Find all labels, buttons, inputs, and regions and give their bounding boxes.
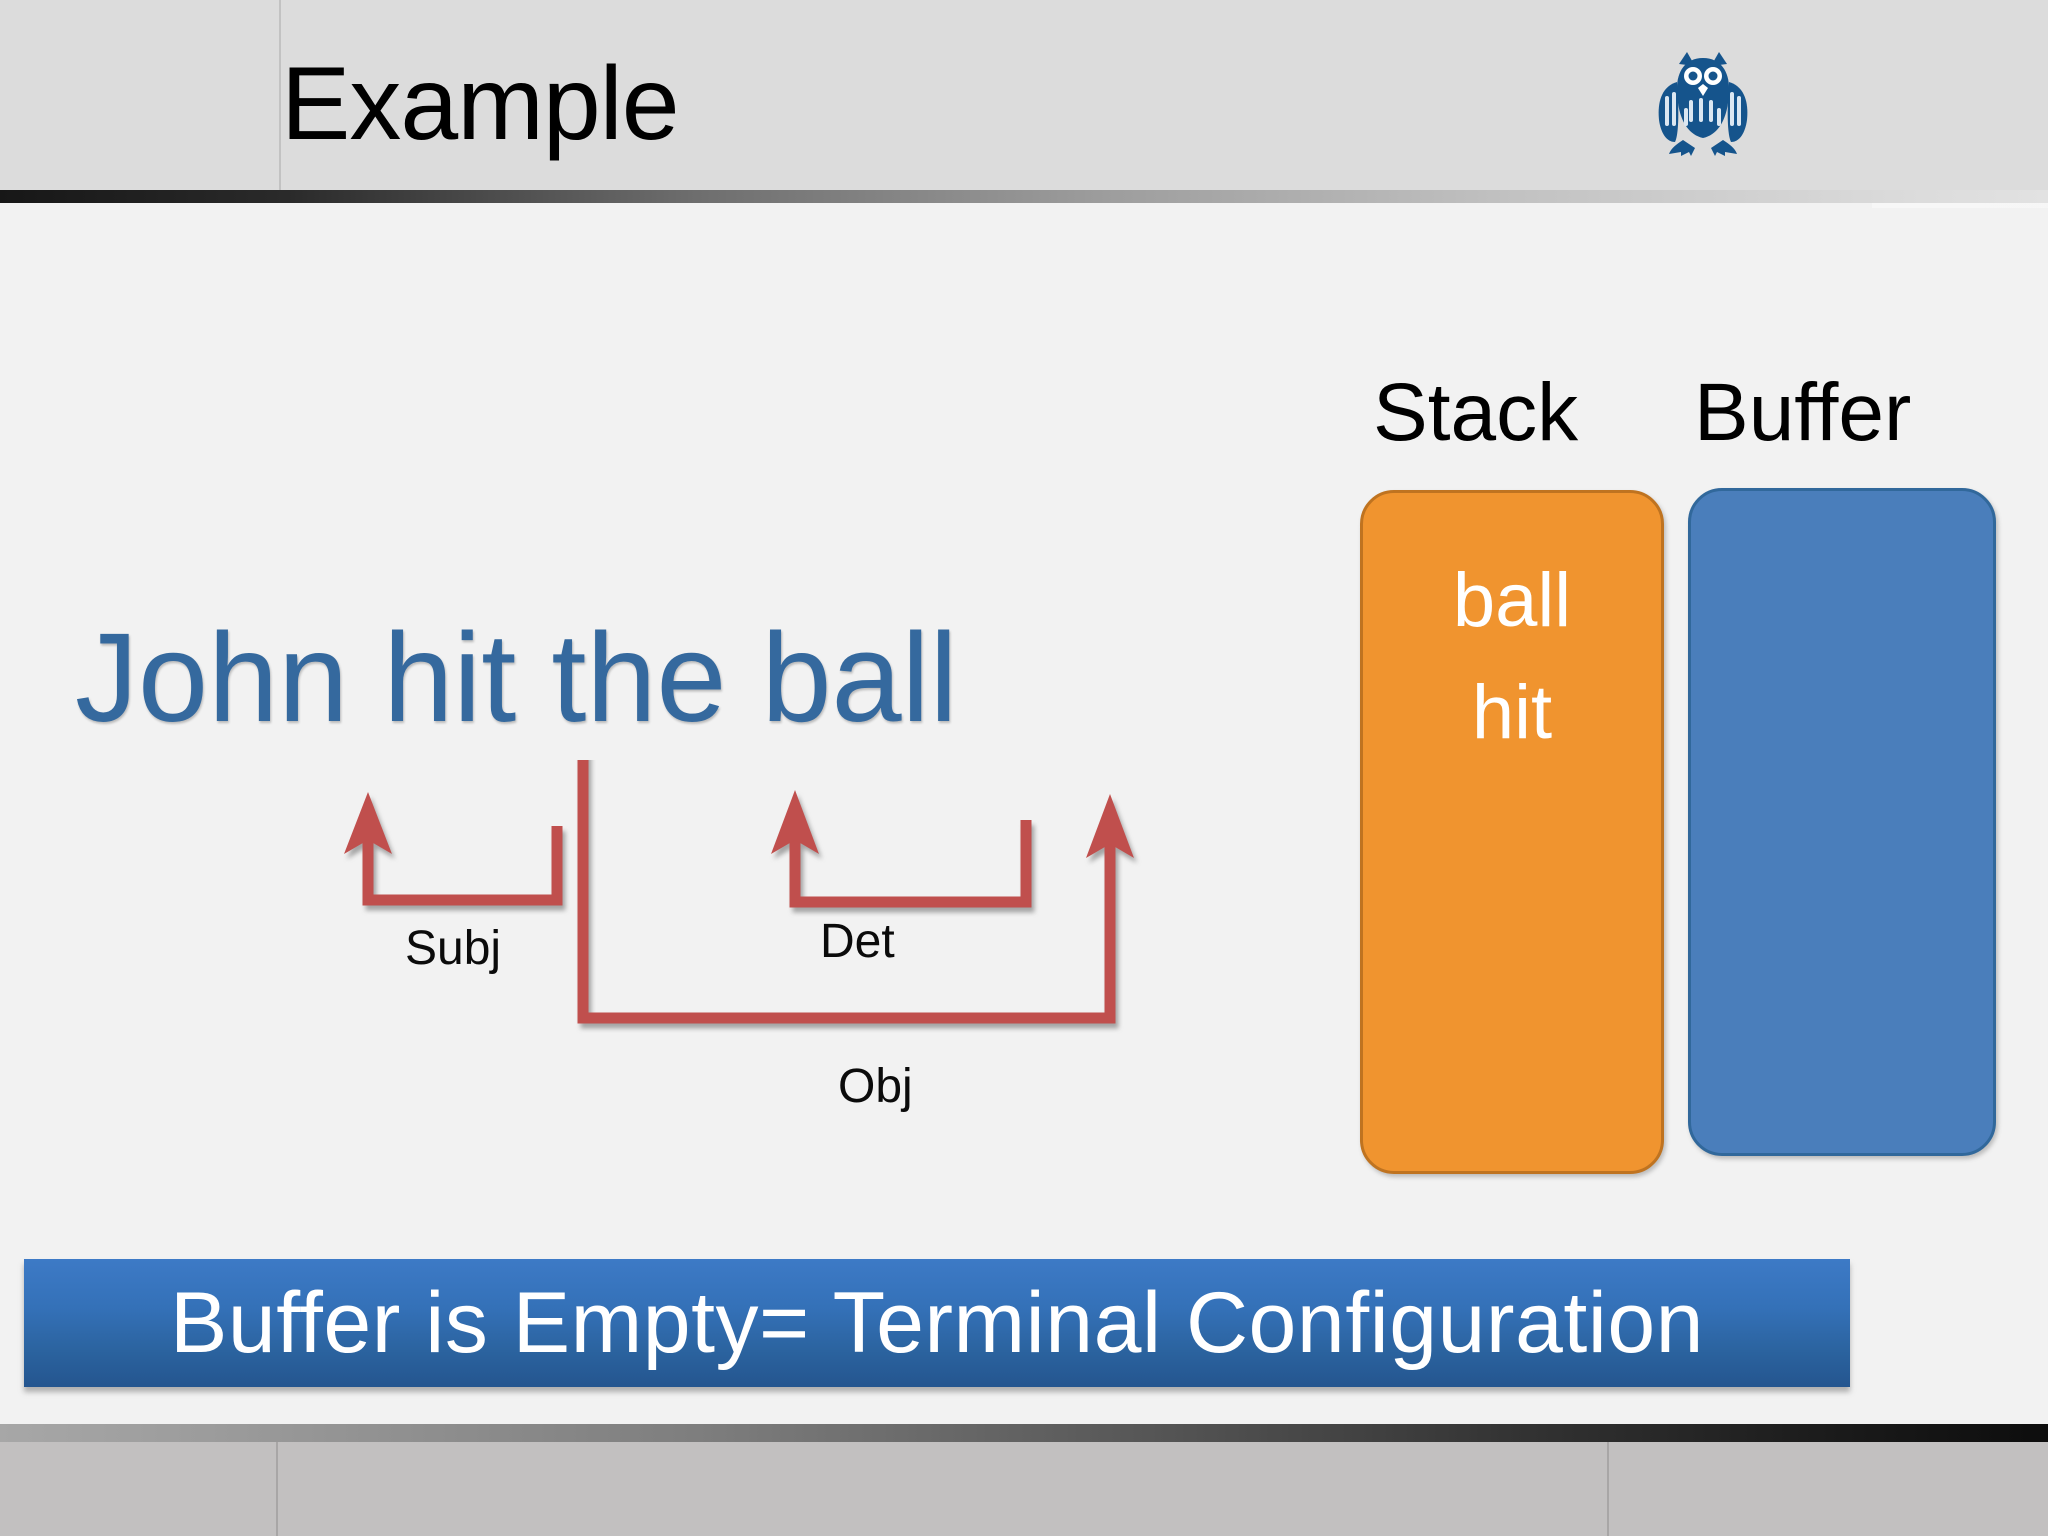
dependency-arc-diagram <box>344 760 1134 1024</box>
example-sentence: John hit the ball <box>75 607 958 748</box>
status-banner-text: Buffer is Empty= Terminal Configuration <box>170 1275 1704 1371</box>
header-rule <box>0 190 2048 203</box>
buffer-heading: Buffer <box>1694 367 1912 458</box>
header-left-divider <box>279 0 281 190</box>
stack-item: hit <box>1471 670 1553 755</box>
dep-label-obj: Obj <box>838 1060 913 1113</box>
dep-arc-subj <box>344 792 563 906</box>
stack-heading: Stack <box>1373 367 1579 458</box>
slide-header: Example <box>0 0 2048 208</box>
stack-items: ball hit <box>1363 545 1661 769</box>
stack-item: ball <box>1452 558 1572 643</box>
dep-label-det: Det <box>820 915 895 968</box>
dep-arc-obj <box>577 760 1134 1024</box>
footer-left-divider <box>276 1442 278 1536</box>
stack-container: ball hit <box>1360 490 1664 1174</box>
buffer-container <box>1688 488 1996 1156</box>
dep-label-subj: Subj <box>405 922 502 975</box>
page-title: Example <box>281 46 680 162</box>
slide-footer <box>0 1442 2048 1536</box>
footer-rule <box>0 1424 2048 1442</box>
owl-logo-icon <box>1658 52 1748 156</box>
footer-right-divider <box>1607 1442 1609 1536</box>
status-banner: Buffer is Empty= Terminal Configuration <box>24 1259 1850 1387</box>
dep-arc-det <box>771 790 1032 908</box>
